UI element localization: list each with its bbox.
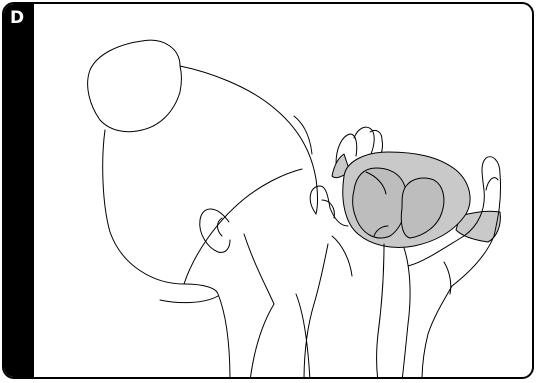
instruction-panel: D	[2, 2, 534, 379]
ear-icon	[200, 209, 230, 252]
mask-icon	[343, 152, 470, 248]
mask-fitting-illustration	[4, 4, 534, 379]
hair-bun-icon	[88, 40, 182, 131]
head-outline-icon	[103, 66, 318, 379]
